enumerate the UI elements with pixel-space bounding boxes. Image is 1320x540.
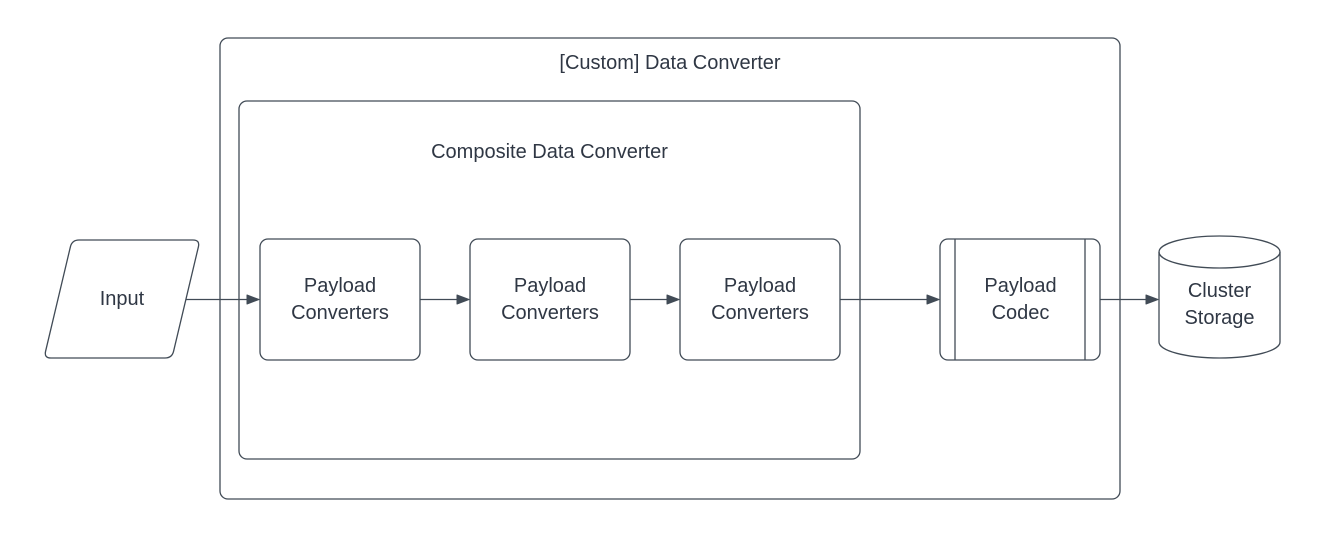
cluster-storage-cylinder-top	[1158, 251, 1281, 269]
input-parallelogram-shape	[44, 239, 200, 359]
flow-arrow-converter2-to-converter3	[630, 294, 680, 305]
payload-converter-2-label: Payload Converters	[501, 274, 599, 324]
outer-container-shape	[219, 37, 1121, 500]
payload-converter-3-label: Payload Converters	[711, 274, 809, 324]
flow-arrow-codec-to-storage	[1100, 294, 1159, 305]
outer-container-title: [Custom] Data Converter	[559, 52, 781, 74]
flow-arrow-converter3-to-codec	[840, 294, 940, 305]
flow-arrow-input-to-converter1	[186, 294, 260, 305]
input-node-label: Input	[99, 287, 145, 310]
inner-container-title: Composite Data Converter	[431, 141, 668, 163]
payload-codec-label: Payload Codec	[984, 274, 1057, 324]
cluster-storage-label: Cluster Storage	[1184, 280, 1255, 329]
payload-converter-1-label: Payload Converters	[291, 274, 389, 324]
flow-arrow-converter1-to-converter2	[420, 294, 470, 305]
inner-container-shape	[238, 100, 861, 460]
